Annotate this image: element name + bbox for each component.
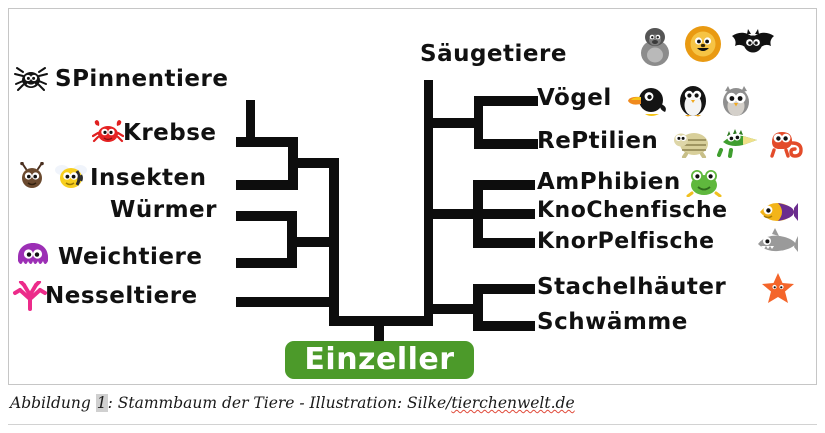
toucan-icon <box>628 88 666 116</box>
starfish-icon <box>762 273 794 303</box>
branch-wuermer <box>236 211 296 221</box>
connector-basal-right <box>430 304 480 314</box>
connector-arthropoda <box>288 158 338 168</box>
octopus-icon <box>18 243 48 264</box>
icons-weichtiere <box>14 240 52 270</box>
label-knorpelfische: KnorPelfische <box>537 229 715 254</box>
icons-reptilien <box>672 126 804 158</box>
bat-icon <box>732 29 775 53</box>
shark-icon <box>758 228 798 252</box>
coral-icon <box>13 281 47 311</box>
icons-saeugetiere <box>634 25 776 67</box>
branch-knorpelfische <box>473 238 535 248</box>
branch-spinnentiere-stem <box>246 100 255 140</box>
branch-knochenfische <box>473 209 535 219</box>
branch-weichtiere <box>236 258 296 268</box>
branch-insekten <box>236 180 298 190</box>
frog-icon <box>686 170 722 197</box>
turtle-icon <box>674 133 708 158</box>
root-node-einzeller[interactable]: Einzeller <box>285 341 474 379</box>
icons-voegel <box>627 84 755 118</box>
label-voegel: Vögel <box>537 85 612 111</box>
trunk-right <box>424 80 433 323</box>
spider-icon <box>14 67 48 91</box>
beetle-icon <box>20 162 44 188</box>
label-spinnentiere: SPinnentiere <box>55 66 229 92</box>
lion-icon <box>685 26 722 62</box>
connector-sauropsida <box>430 118 480 128</box>
branch-nesseltiere <box>236 297 338 307</box>
icons-stachelhaeuter <box>761 272 795 304</box>
label-stachelhaeuter: Stachelhäuter <box>537 274 727 300</box>
branch-stachelhaeuter <box>473 284 535 294</box>
connector-anamnia <box>430 209 480 219</box>
crab-icon <box>92 120 124 143</box>
gorilla-icon <box>641 28 669 66</box>
label-krebse: Krebse <box>123 120 217 146</box>
bonyfish-icon <box>760 203 798 221</box>
chameleon-icon <box>770 132 803 158</box>
label-reptilien: RePtilien <box>537 128 659 154</box>
caption-number: 1 <box>95 394 108 412</box>
icons-spinnentiere <box>14 66 48 94</box>
page-divider <box>8 424 817 425</box>
caption-prefix: Abbildung <box>10 394 96 412</box>
label-weichtiere: Weichtiere <box>58 244 203 270</box>
branch-amphibien <box>473 180 535 190</box>
branch-reptilien <box>474 139 538 149</box>
icons-knochenfische <box>756 198 798 226</box>
label-insekten: Insekten <box>90 165 207 191</box>
branch-krebse <box>236 137 298 147</box>
branch-voegel <box>474 96 538 106</box>
icons-krebse <box>92 119 124 145</box>
caption-source: tierchenwelt.de <box>451 394 575 412</box>
icons-amphibien <box>686 167 722 197</box>
root-stem <box>374 316 384 344</box>
caption-middle: : Stammbaum der Tiere - Illustration: Si… <box>107 394 452 412</box>
figure-caption: Abbildung 1: Stammbaum der Tiere - Illus… <box>10 394 710 412</box>
icons-insekten <box>16 162 89 190</box>
label-amphibien: AmPhibien <box>537 169 681 195</box>
trunk-left <box>329 158 339 323</box>
bee-icon <box>55 165 88 188</box>
label-knochenfische: KnoChenfische <box>537 198 728 223</box>
connector-lophotrochozoa <box>287 237 338 247</box>
owl-icon <box>723 86 750 116</box>
label-nesseltiere: Nesseltiere <box>45 283 198 309</box>
branch-schwaemme <box>473 321 535 331</box>
icons-knorpelfische <box>756 228 798 256</box>
crocodile-icon <box>717 129 758 158</box>
label-schwaemme: Schwämme <box>537 309 688 335</box>
label-saeugetiere: Säugetiere <box>420 41 567 67</box>
icons-nesseltiere <box>12 281 48 311</box>
label-wuermer: Würmer <box>110 197 217 223</box>
root-node-label: Einzeller <box>304 342 455 377</box>
penguin-icon <box>680 86 707 117</box>
